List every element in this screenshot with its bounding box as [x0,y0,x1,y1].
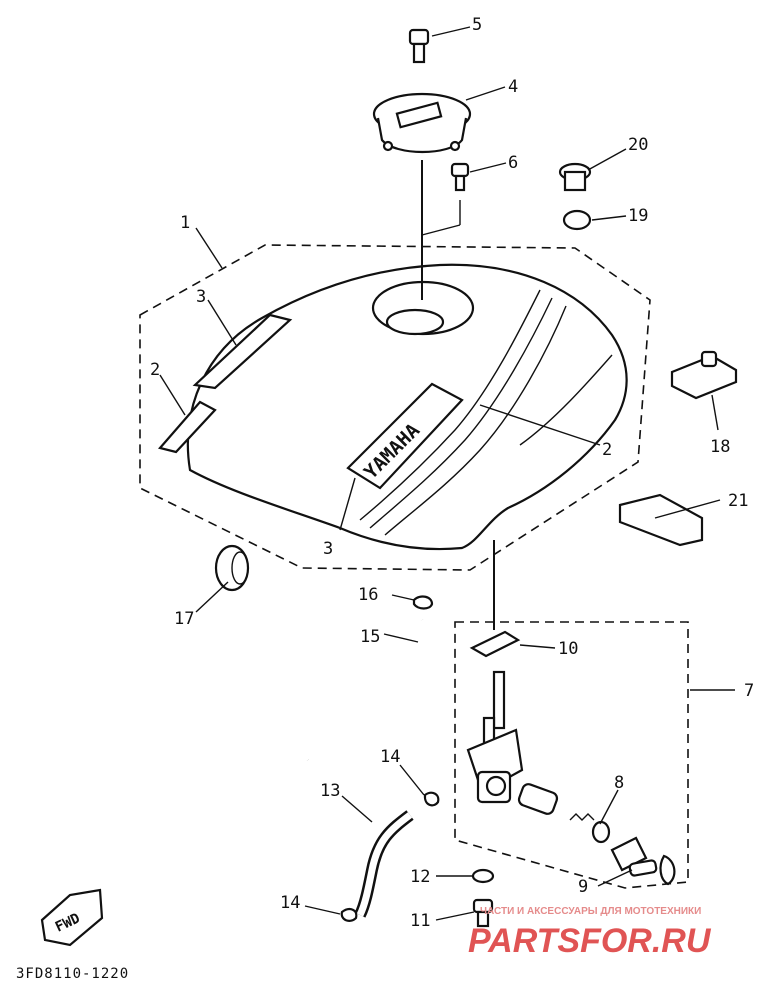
grommet [214,544,250,592]
callout-12: 12 [410,867,430,887]
callout-8: 8 [614,773,624,793]
screw [450,162,470,192]
callout-17: 17 [174,609,194,629]
callout-21: 21 [728,491,748,511]
callout-11: 11 [410,911,430,931]
gasket [469,630,521,658]
diagram-code: 3FD8110-1220 [16,966,129,982]
tank-assembly-outline [139,244,651,571]
drain-bolt [472,898,494,928]
hose-clip-upper [423,791,440,807]
callout-2-left: 2 [150,360,160,380]
callout-4: 4 [508,77,518,97]
cap-bolt [408,28,430,64]
callout-7: 7 [744,681,754,701]
callout-1: 1 [180,213,190,233]
watermark-brand: PARTSFOR.RU [468,922,712,960]
leader-lines [159,26,735,921]
callout-labels: 1 2 2 3 3 4 5 6 7 8 9 10 11 12 13 14 14 … [150,15,754,931]
washer [471,868,495,884]
damper [558,162,592,192]
callout-13: 13 [320,781,340,801]
callout-2-right: 2 [602,440,612,460]
watermark-tagline: ЧАСТИ И АКСЕССУАРЫ ДЛЯ МОТОТЕХНИКИ [480,906,701,917]
callout-6: 6 [508,153,518,173]
fuel-tank-cap [372,92,472,154]
damper-washer [562,209,592,231]
callout-3-bottom: 3 [323,539,333,559]
callout-15: 15 [360,627,380,647]
callout-14-lower: 14 [280,893,300,913]
watermark: ЧАСТИ И АКСЕССУАРЫ ДЛЯ МОТОТЕХНИКИ PARTS… [468,906,712,960]
bracket [670,350,738,400]
hose-clip [412,595,434,610]
fuel-cock-assembly-outline [454,621,689,889]
hose-clip-lower [340,908,358,922]
callout-14-upper: 14 [380,747,400,767]
callout-20: 20 [628,135,648,155]
callout-18: 18 [710,437,730,457]
callout-10: 10 [558,639,578,659]
fwd-arrow: FWD [40,888,104,947]
fuel-cock [466,670,676,886]
callout-5: 5 [472,15,482,35]
callout-16: 16 [358,585,378,605]
pad [618,493,704,547]
callout-3-top: 3 [196,287,206,307]
callout-19: 19 [628,206,648,226]
left-side-decals [157,313,293,454]
callout-9: 9 [578,877,588,897]
fuel-tank [186,263,628,551]
